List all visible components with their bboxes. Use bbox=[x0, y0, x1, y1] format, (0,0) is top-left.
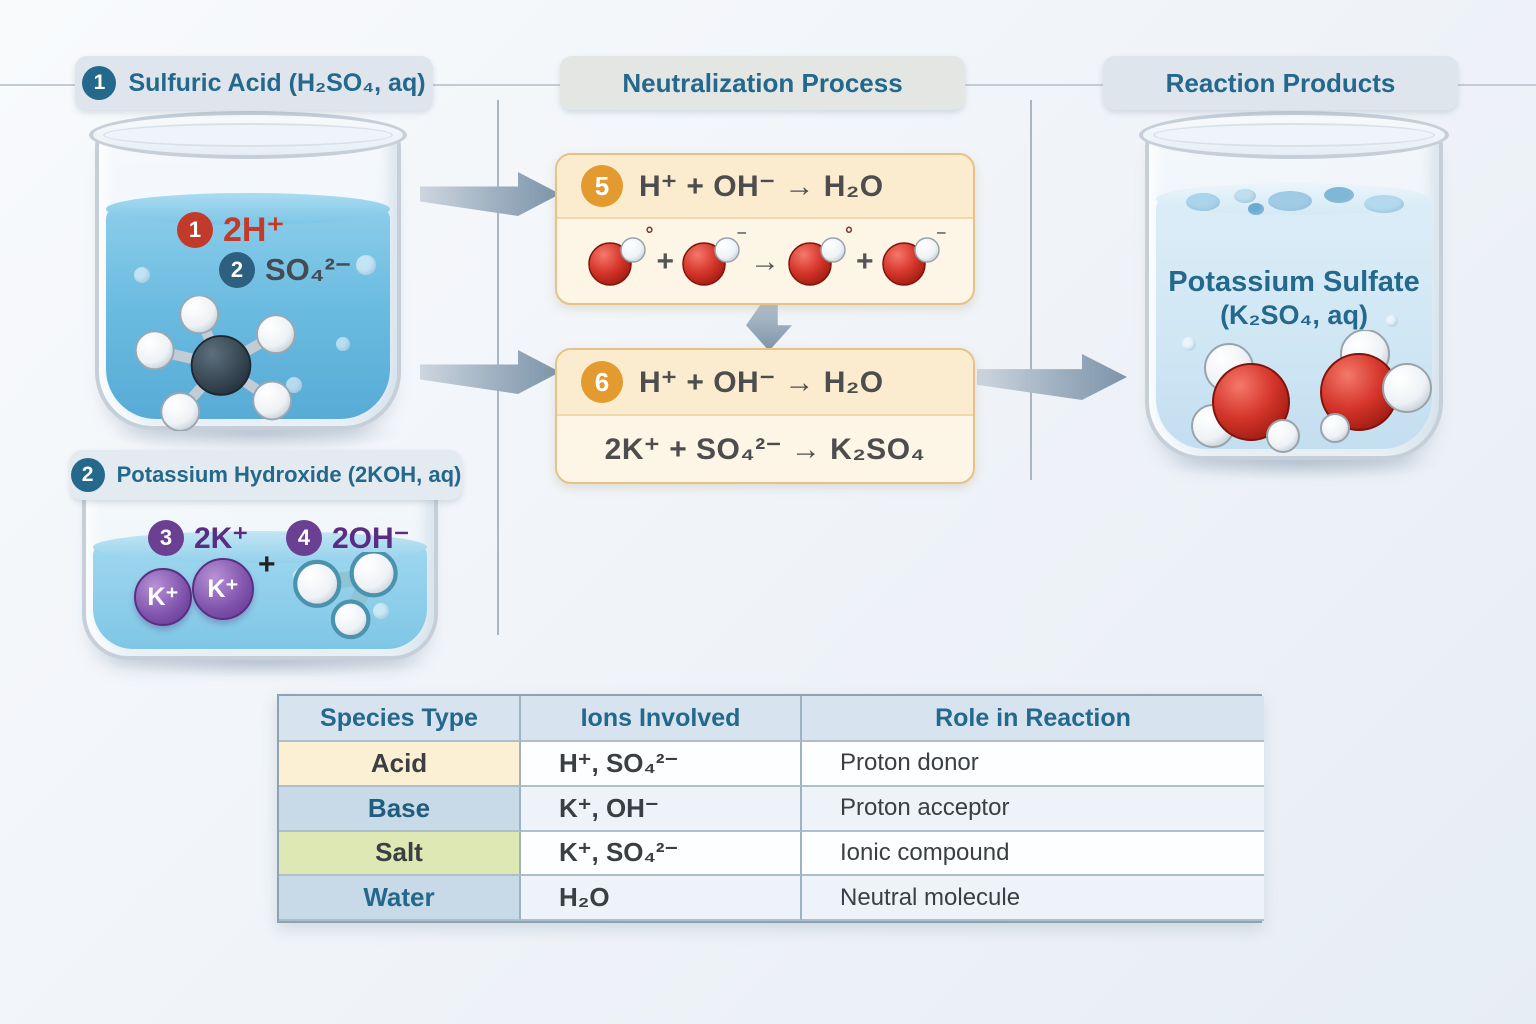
arrow-box6-to-product bbox=[977, 354, 1127, 400]
hydroxide-molecule-icon: ⁻ bbox=[681, 226, 747, 290]
sphere-charge-plus: + bbox=[258, 548, 276, 581]
box5-equation-band: 5 H⁺ + OH⁻ → H₂O bbox=[557, 155, 973, 219]
k-sphere-label: K⁺ bbox=[207, 575, 239, 603]
product-formula: (K₂SO₄, aq) bbox=[1220, 300, 1368, 330]
potassium-ion-sphere: K⁺ bbox=[134, 568, 192, 626]
k-sphere-label: K⁺ bbox=[147, 583, 179, 611]
hydroxide-molecule-icon: ⁻ bbox=[881, 226, 947, 290]
product-beaker: Potassium Sulfate (K₂SO₄, aq) bbox=[1139, 111, 1449, 460]
hydroxide-molecule-icon bbox=[293, 552, 398, 640]
acid-beaker-rim bbox=[89, 111, 407, 159]
table-row-base-type: Base bbox=[279, 786, 521, 832]
koh-ion-potassium: 3 2K⁺ bbox=[148, 520, 248, 556]
ion-4-badge: 4 bbox=[286, 520, 322, 556]
box6-equation-2: 2K⁺ + SO₄²⁻ → K₂SO₄ bbox=[604, 432, 926, 466]
table-row-acid-ions: H⁺, SO₄²⁻ bbox=[521, 742, 802, 787]
header-neutralization-process: Neutralization Process bbox=[560, 56, 965, 110]
table-row-acid-type: Acid bbox=[279, 742, 521, 787]
acid-ion-hydrogen: 1 2H⁺ bbox=[177, 210, 284, 250]
water-molecule-icon: ° bbox=[587, 224, 653, 290]
sulfate-ion-label: SO₄²⁻ bbox=[265, 252, 352, 287]
hydrogen-ion-label: 2H⁺ bbox=[223, 211, 285, 249]
table-row-salt-role: Ionic compound bbox=[802, 831, 1264, 877]
header-neutralization-label: Neutralization Process bbox=[622, 67, 903, 98]
bubble bbox=[336, 337, 350, 351]
koh-ion-hydroxide: 4 2OH⁻ bbox=[286, 520, 410, 556]
ion-2-badge: 2 bbox=[219, 252, 255, 288]
bubble bbox=[373, 603, 389, 619]
header-sulfuric-acid-label: Sulfuric Acid (H₂SO₄, aq) bbox=[128, 68, 426, 97]
box5-equation: H⁺ + OH⁻ → H₂O bbox=[639, 169, 884, 203]
step-6-badge: 6 bbox=[581, 361, 623, 403]
table-row-base-role: Proton acceptor bbox=[802, 786, 1264, 832]
bubble bbox=[286, 377, 302, 393]
bubble bbox=[1182, 337, 1196, 351]
water-molecule-icon: ° bbox=[787, 224, 853, 290]
table-header-ions-involved: Ions Involved bbox=[521, 696, 802, 742]
reaction-box-5: 5 H⁺ + OH⁻ → H₂O ° + ⁻ bbox=[555, 153, 975, 305]
surface-bubble bbox=[1186, 193, 1220, 211]
step-5-badge: 5 bbox=[581, 165, 623, 207]
table-row-base-ions: K⁺, OH⁻ bbox=[521, 786, 802, 832]
surface-bubble bbox=[1248, 203, 1264, 215]
box6-equation-1: H⁺ + OH⁻ → H₂O bbox=[639, 365, 884, 399]
bubble bbox=[356, 255, 376, 275]
box6-equation-band: 6 H⁺ + OH⁻ → H₂O bbox=[557, 350, 973, 416]
table-header-role: Role in Reaction bbox=[802, 696, 1264, 742]
table-row-salt-type: Salt bbox=[279, 831, 521, 877]
step-1-badge: 1 bbox=[82, 66, 117, 100]
acid-ion-sulfate: 2 SO₄²⁻ bbox=[219, 252, 351, 288]
molecule-charge: ° bbox=[845, 224, 853, 246]
molecule-charge: ° bbox=[645, 224, 654, 246]
surface-bubble bbox=[1324, 187, 1354, 203]
table-header-species-type: Species Type bbox=[279, 696, 521, 742]
reaction-arrow: → bbox=[750, 245, 780, 278]
table-row-salt-ions: K⁺, SO₄²⁻ bbox=[521, 831, 802, 877]
plus-operator: + bbox=[656, 245, 674, 278]
arrow-box5-to-box6 bbox=[746, 305, 792, 351]
arrow-acid-to-box5 bbox=[420, 172, 560, 216]
bubble bbox=[1386, 315, 1398, 327]
header-potassium-hydroxide: 2 Potassium Hydroxide (2KOH, aq) bbox=[70, 450, 462, 500]
bubble bbox=[134, 267, 150, 283]
header-products-label: Reaction Products bbox=[1165, 67, 1396, 98]
molecule-charge: ⁻ bbox=[935, 226, 947, 248]
column-divider-right bbox=[1030, 100, 1032, 480]
box5-molecule-row: ° + ⁻ → ° + bbox=[557, 219, 973, 303]
ion-3-badge: 3 bbox=[148, 520, 184, 556]
table-row-water-role: Neutral molecule bbox=[802, 876, 1264, 922]
potassium-ion-sphere: K⁺ bbox=[192, 558, 254, 620]
surface-bubble bbox=[1234, 189, 1256, 203]
product-title: Potassium Sulfate bbox=[1168, 266, 1420, 298]
table-row-acid-role: Proton donor bbox=[802, 742, 1264, 787]
molecule-charge: ⁻ bbox=[736, 226, 747, 248]
species-summary-table: Species Type Ions Involved Role in React… bbox=[277, 694, 1264, 924]
product-beaker-rim bbox=[1139, 111, 1449, 159]
acid-beaker: 1 2H⁺ 2 SO₄²⁻ bbox=[89, 111, 407, 431]
plus-operator: + bbox=[856, 245, 874, 278]
header-koh-label: Potassium Hydroxide (2KOH, aq) bbox=[116, 462, 462, 487]
potassium-ion-label: 2K⁺ bbox=[194, 521, 249, 555]
table-row-water-type: Water bbox=[279, 876, 521, 922]
sulfate-molecule-icon bbox=[134, 296, 296, 431]
header-sulfuric-acid: 1 Sulfuric Acid (H₂SO₄, aq) bbox=[75, 56, 433, 110]
product-molecule-icon bbox=[1191, 343, 1300, 453]
surface-bubble bbox=[1268, 191, 1312, 211]
product-molecule-icon bbox=[1320, 330, 1432, 443]
arrow-koh-to-box6 bbox=[420, 350, 560, 394]
acid-liquid-surface bbox=[106, 193, 390, 225]
surface-bubble bbox=[1364, 195, 1404, 213]
header-reaction-products: Reaction Products bbox=[1103, 56, 1458, 110]
reaction-box-6: 6 H⁺ + OH⁻ → H₂O 2K⁺ + SO₄²⁻ → K₂SO₄ bbox=[555, 348, 975, 484]
step-2-badge: 2 bbox=[70, 458, 105, 492]
ion-1-badge: 1 bbox=[177, 212, 213, 248]
hydroxide-ion-label: 2OH⁻ bbox=[332, 521, 410, 555]
table-row-water-ions: H₂O bbox=[521, 876, 802, 922]
